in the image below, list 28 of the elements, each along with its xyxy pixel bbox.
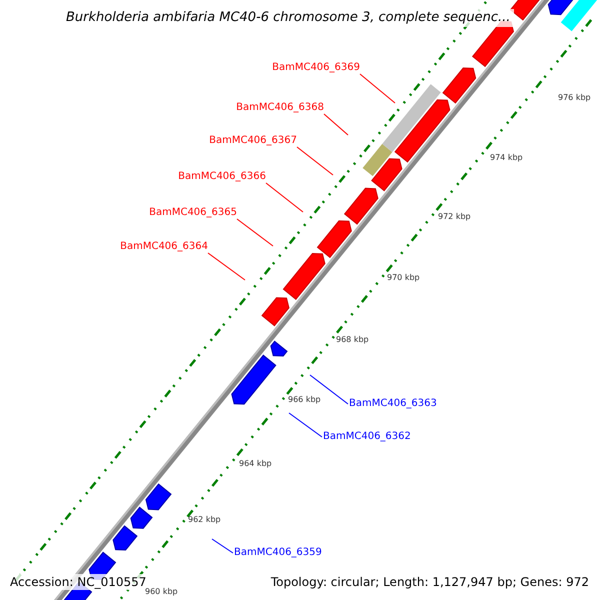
leader-line: [288, 412, 322, 438]
leader-line: [236, 218, 274, 246]
leader-line: [360, 74, 396, 104]
coordinate-label: 972 kbp: [438, 212, 471, 222]
gene-label: BamMC406_6363: [349, 397, 437, 411]
leader-line: [324, 114, 348, 136]
map-info-text: Topology: circular; Length: 1,127,947 bp; Genes: 972: [268, 574, 591, 590]
gene-label: BamMC406_6369: [272, 61, 360, 75]
gene-label: BamMC406_6365: [149, 206, 237, 220]
gene-label: BamMC406_6368: [236, 101, 324, 115]
leader-line: [212, 538, 234, 554]
gene-label: BamMC406_6359: [234, 546, 322, 560]
coordinate-label: 964 kbp: [239, 459, 272, 469]
coordinate-label: 962 kbp: [188, 515, 221, 525]
gene-label: BamMC406_6367: [209, 134, 297, 148]
leader-line: [266, 182, 304, 212]
leader-line: [296, 146, 334, 176]
coordinate-label: 960 kbp: [145, 587, 178, 597]
gene-label: BamMC406_6362: [323, 430, 411, 444]
coordinate-label: 976 kbp: [558, 93, 591, 103]
coordinate-label: 966 kbp: [288, 395, 321, 405]
coordinate-label: 970 kbp: [387, 273, 420, 283]
gene-label: BamMC406_6364: [120, 240, 208, 254]
gene-label: BamMC406_6366: [178, 170, 266, 184]
coordinate-label: 968 kbp: [336, 335, 369, 345]
leader-line: [310, 374, 348, 404]
leader-line: [208, 252, 246, 280]
coordinate-label: 974 kbp: [490, 153, 523, 163]
